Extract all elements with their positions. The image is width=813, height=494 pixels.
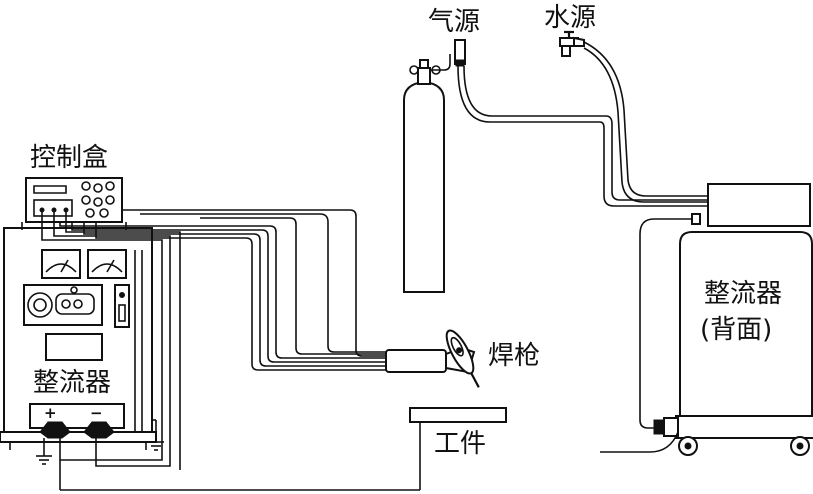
control-cables	[41, 212, 181, 470]
rectifier-back-label-line1: 整流器	[704, 279, 782, 309]
power-switch-icon	[114, 284, 130, 328]
control-box: 控制盒	[21, 143, 127, 230]
welding-torch-label: 焊枪	[488, 341, 540, 371]
rectifier-back-body	[679, 231, 813, 437]
terminal-minus-lug	[83, 421, 115, 439]
water-tap: 水源	[544, 3, 596, 57]
terminal-plus-label: +	[44, 404, 57, 422]
ground-symbol-left	[36, 438, 52, 465]
water-hose	[583, 41, 710, 203]
rectifier-back-unit: 整流器 (背面)	[600, 183, 813, 456]
nameplate	[45, 333, 103, 361]
ground-symbol-right	[148, 419, 164, 451]
terminal-plus-lug	[39, 421, 71, 439]
terminal-minus-label: −	[90, 404, 103, 422]
rectifier-back-label-line2: (背面)	[700, 315, 772, 345]
gas-regulator: 气源	[428, 7, 480, 67]
rectifier-front-unit: 整流器 + −	[0, 227, 164, 465]
water-source-label: 水源	[544, 3, 596, 33]
voltmeter-icon	[87, 249, 127, 279]
power-cord	[600, 431, 679, 453]
workpiece-plate	[409, 407, 507, 423]
torch-cable-bundle	[59, 209, 388, 371]
gas-source-label: 气源	[428, 7, 480, 37]
output-terminals: + −	[29, 403, 125, 439]
gas-cylinder-body	[403, 80, 445, 293]
rectifier-front-label: 整流器	[33, 368, 111, 398]
ammeter-icon	[41, 249, 81, 279]
torch-handle	[385, 349, 447, 373]
workpiece: 工件	[59, 407, 507, 491]
gas-hose	[457, 65, 710, 207]
gas-cylinder	[403, 54, 451, 293]
torch-head	[445, 329, 480, 388]
workpiece-label: 工件	[434, 429, 486, 459]
front-control-panel	[23, 284, 103, 326]
welding-torch: 焊枪	[385, 329, 540, 388]
rectifier-front-base	[0, 431, 157, 443]
water-cooler-box	[707, 183, 811, 227]
control-box-label: 控制盒	[30, 143, 108, 173]
